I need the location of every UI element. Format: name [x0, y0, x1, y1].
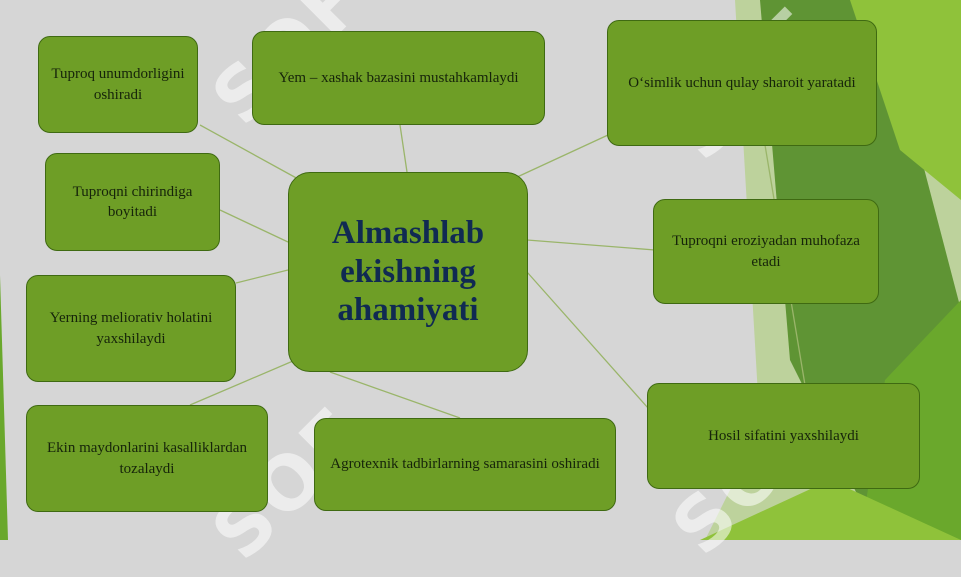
benefit-node-label: Ekin maydonlarini kasalliklardan tozalay…	[47, 440, 247, 477]
benefit-node-label: Yerning meliorativ holatini yaxshilaydi	[49, 310, 213, 347]
benefit-node-label: Tuproq unumdorligini oshiradi	[51, 66, 185, 103]
central-topic-label: Almashlab ekishning ahamiyati	[331, 214, 485, 329]
benefit-node: Agrotexnik tadbirlarning samarasini oshi…	[314, 418, 616, 511]
benefit-node: Tuproqni chirindiga boyitadi	[45, 153, 220, 251]
benefit-node: Yem – xashak bazasini mustahkamlaydi	[252, 31, 545, 125]
benefit-node: Ekin maydonlarini kasalliklardan tozalay…	[26, 405, 268, 512]
left-green-stripe	[0, 275, 8, 540]
benefit-node-label: O‘simlik uchun qulay sharoit yaratadi	[628, 74, 856, 91]
benefit-node: O‘simlik uchun qulay sharoit yaratadi	[607, 20, 877, 146]
benefit-node: Tuproq unumdorligini oshiradi	[38, 36, 198, 133]
benefit-node-label: Tuproqni chirindiga boyitadi	[72, 183, 193, 220]
benefit-node-label: Hosil sifatini yaxshilaydi	[708, 427, 859, 444]
benefit-node-label: Tuproqni eroziyadan muhofaza etadi	[672, 233, 860, 270]
central-topic: Almashlab ekishning ahamiyati	[288, 172, 528, 372]
benefit-node-label: Yem – xashak bazasini mustahkamlaydi	[278, 69, 519, 86]
benefit-node: Hosil sifatini yaxshilaydi	[647, 383, 920, 489]
benefit-node: Tuproqni eroziyadan muhofaza etadi	[653, 199, 879, 304]
benefit-node: Yerning meliorativ holatini yaxshilaydi	[26, 275, 236, 382]
benefit-node-label: Agrotexnik tadbirlarning samarasini oshi…	[330, 456, 600, 473]
